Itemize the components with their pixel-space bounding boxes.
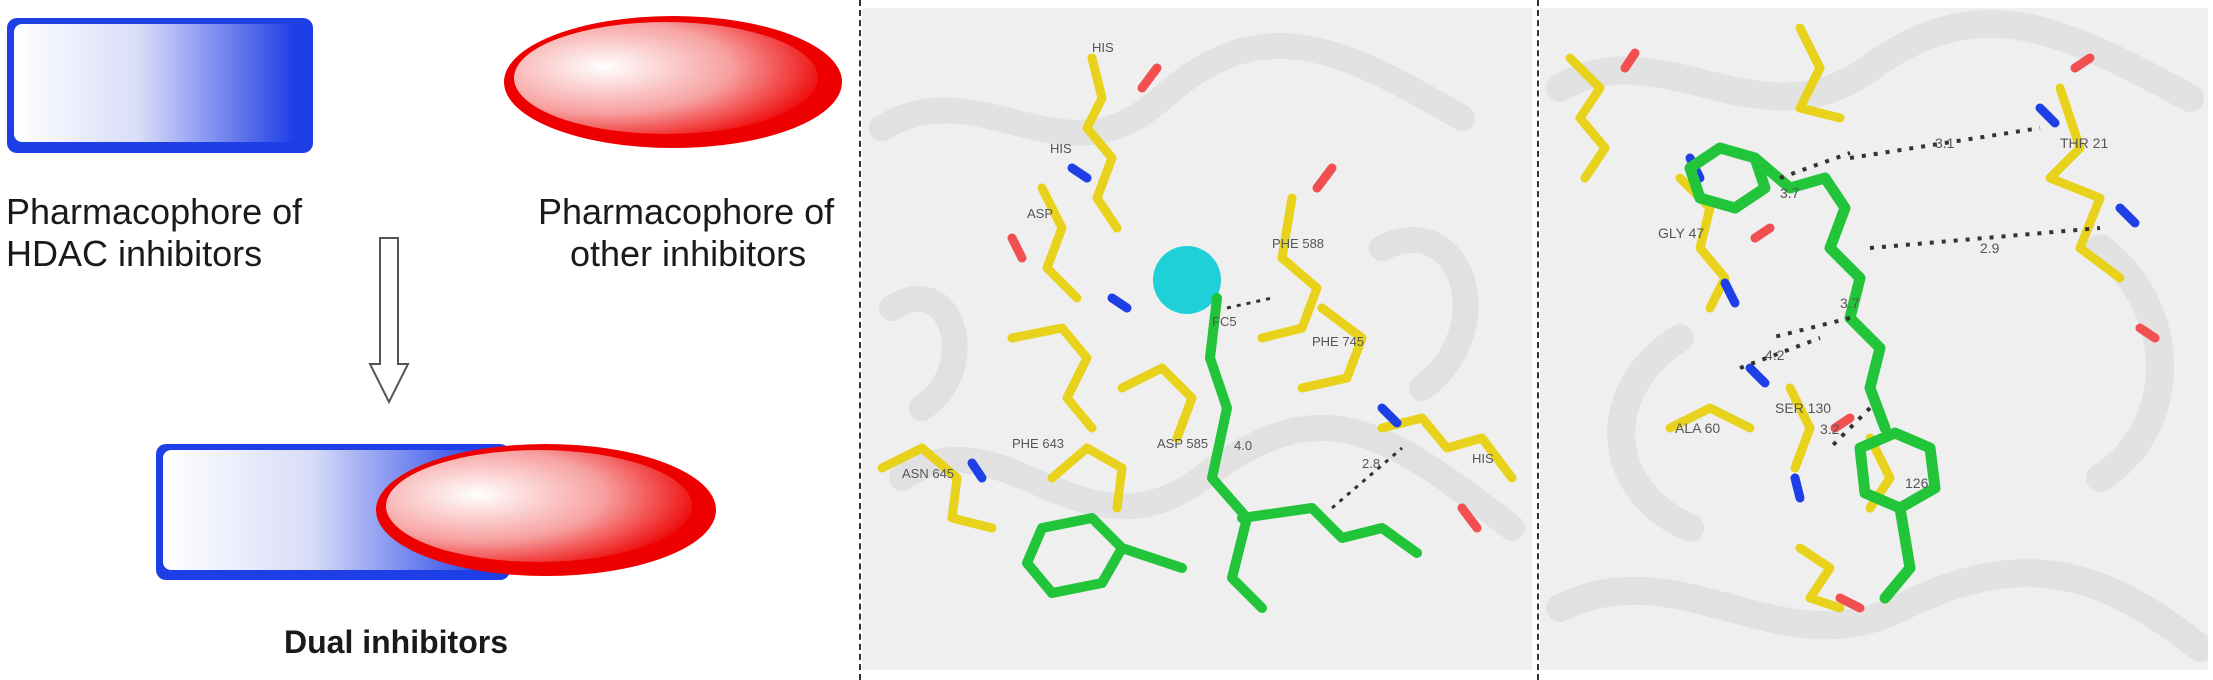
panel-divider-2 — [1537, 0, 1539, 680]
svg-text:THR 21: THR 21 — [2060, 135, 2108, 151]
svg-text:HIS: HIS — [1472, 451, 1494, 466]
svg-text:126: 126 — [1905, 475, 1929, 491]
svg-text:SER 130: SER 130 — [1775, 400, 1831, 416]
zinc-ion-sphere — [1153, 246, 1221, 314]
svg-text:PHE 745: PHE 745 — [1312, 334, 1364, 349]
ligand-sticks — [1022, 293, 1422, 613]
right-molecular-render: THR 21 GLY 47 ALA 60 SER 130 126 3.1 3.7… — [1546, 9, 2208, 662]
svg-text:ALA 60: ALA 60 — [1675, 420, 1720, 436]
svg-text:2.9: 2.9 — [1980, 240, 2000, 256]
svg-text:ASP 585: ASP 585 — [1157, 436, 1208, 451]
svg-text:4.0: 4.0 — [1234, 438, 1252, 453]
svg-text:ASP: ASP — [1027, 206, 1053, 221]
ligand-sticks — [1684, 142, 1941, 604]
svg-text:4.2: 4.2 — [1765, 347, 1785, 363]
hdac-label-line2: HDAC inhibitors — [6, 233, 263, 274]
svg-text:3.7: 3.7 — [1780, 185, 1800, 201]
svg-text:FC5: FC5 — [1212, 314, 1237, 329]
hdac-pharmacophore-shape — [7, 18, 313, 153]
svg-text:3.1: 3.1 — [1935, 135, 1955, 151]
other-label-line1: Pharmacophore of — [538, 191, 835, 232]
panel-divider-1 — [859, 0, 861, 680]
svg-text:2.8: 2.8 — [1362, 456, 1380, 471]
hdac-label-line1: Pharmacophore of — [6, 191, 303, 232]
svg-text:ASN 645: ASN 645 — [902, 466, 954, 481]
svg-text:HIS: HIS — [1050, 141, 1072, 156]
middle-molecular-render: HIS HIS ASP PHE 588 FC5 PHE 745 ASP 585 … — [869, 33, 1525, 613]
svg-text:PHE 588: PHE 588 — [1272, 236, 1324, 251]
svg-text:GLY 47: GLY 47 — [1658, 225, 1704, 241]
dual-inhibitor-shape — [156, 444, 716, 580]
svg-text:3.2: 3.2 — [1820, 421, 1840, 437]
other-pharmacophore-shape — [504, 16, 842, 148]
middle-docking-panel: HIS HIS ASP PHE 588 FC5 PHE 745 ASP 585 … — [862, 8, 1532, 670]
svg-text:PHE 643: PHE 643 — [1012, 436, 1064, 451]
down-arrow-icon — [368, 237, 410, 405]
dual-inhibitors-label: Dual inhibitors — [284, 624, 508, 660]
svg-text:HIS: HIS — [1092, 40, 1114, 55]
right-docking-panel: THR 21 GLY 47 ALA 60 SER 130 126 3.1 3.7… — [1540, 8, 2208, 670]
other-label-line2: other inhibitors — [570, 233, 807, 274]
svg-text:3.7: 3.7 — [1840, 295, 1860, 311]
